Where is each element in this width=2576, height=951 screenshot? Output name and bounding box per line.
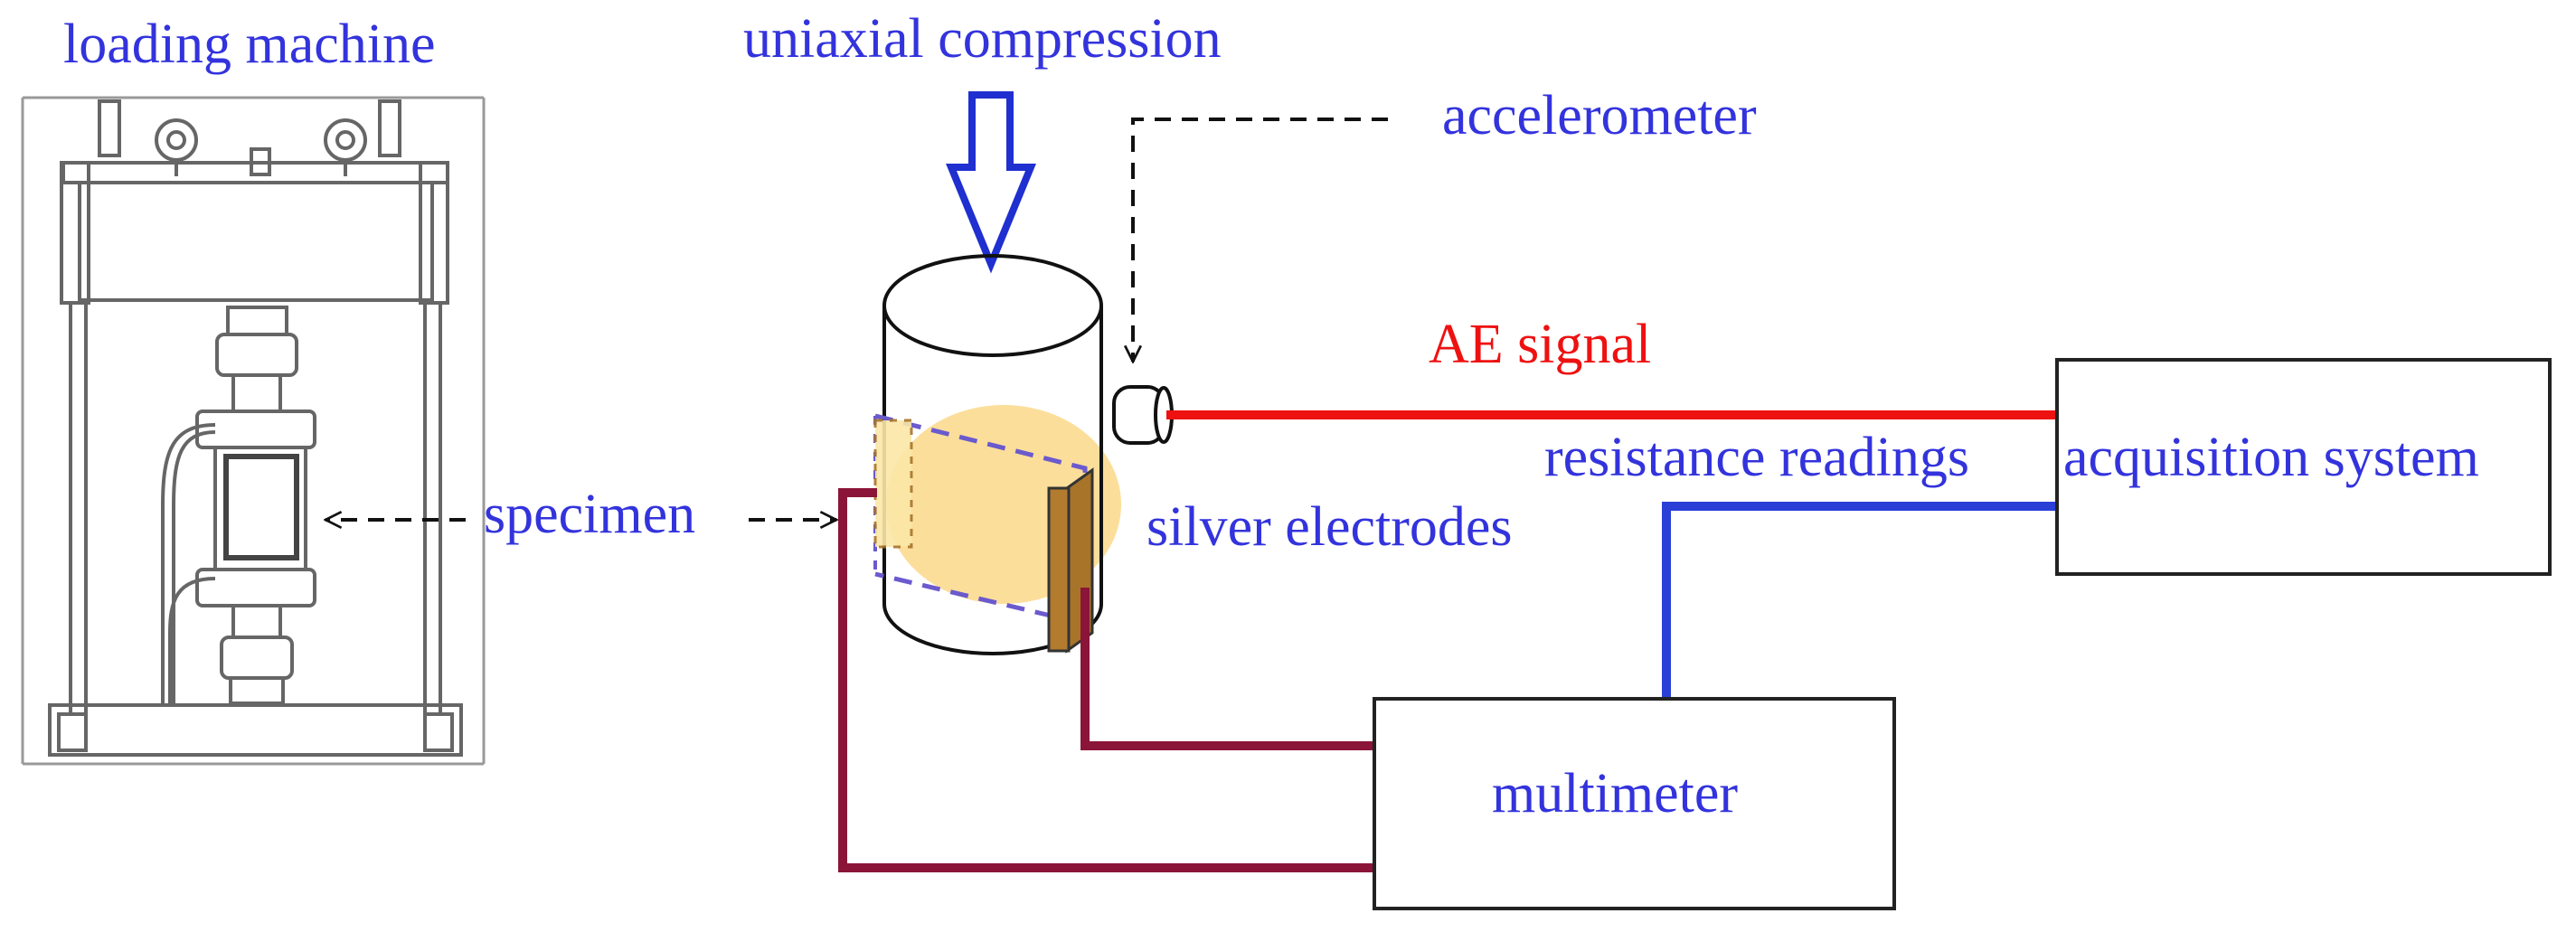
- specimen-label: specimen: [484, 484, 696, 545]
- compression-arrow-icon: [946, 91, 1036, 274]
- silver-electrodes-label: silver electrodes: [1146, 496, 1513, 558]
- multimeter-label: multimeter: [1492, 763, 1739, 824]
- accelerometer-leader: [1133, 118, 1388, 362]
- resistance-line: [1662, 502, 2057, 705]
- multimeter-wire-left: [838, 488, 1374, 872]
- uniaxial-compression-label: uniaxial compression: [743, 8, 1222, 70]
- multimeter-wire-right: [1080, 588, 1374, 750]
- accelerometer-sensor: [1112, 385, 1174, 445]
- specimen-cylinder: [873, 254, 1121, 655]
- loading-machine-drawing: [21, 96, 486, 766]
- resistance-readings-label: resistance readings: [1544, 427, 1969, 488]
- acquisition-system-label: acquisition system: [2063, 427, 2479, 488]
- ae-signal-label: AE signal: [1429, 314, 1652, 375]
- multimeter-box: [1373, 697, 1896, 910]
- accelerometer-label: accelerometer: [1442, 85, 1757, 146]
- loading-machine-label: loading machine: [63, 14, 436, 75]
- acquisition-system-box: [2055, 358, 2552, 576]
